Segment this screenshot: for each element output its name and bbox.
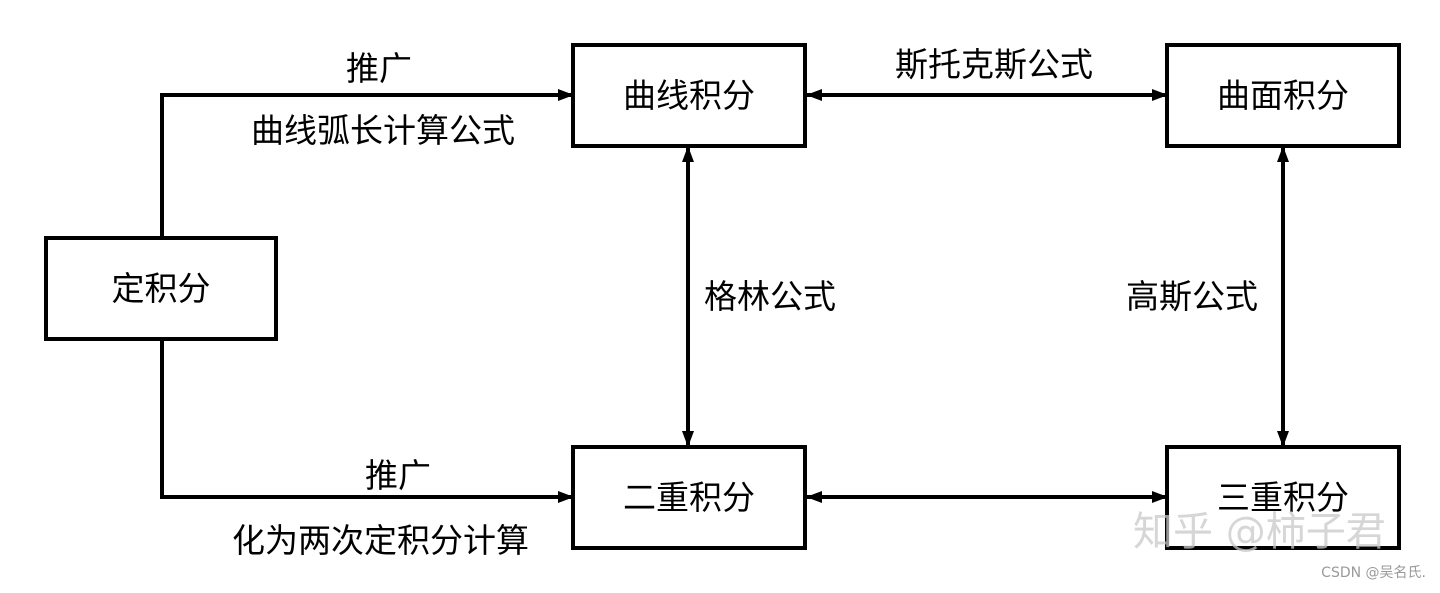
node-triple-integral-label: 三重积分	[1217, 478, 1349, 517]
node-triple-integral: 三重积分	[1165, 445, 1401, 550]
label-stokes-formula: 斯托克斯公式	[895, 45, 1093, 84]
zhihu-watermark: 知乎 @柿子君	[1133, 509, 1386, 555]
node-definite-integral-label: 定积分	[111, 269, 211, 308]
node-surface-integral: 曲面积分	[1165, 43, 1401, 148]
node-double-integral-label: 二重积分	[623, 478, 755, 517]
label-arc-length-formula: 曲线弧长计算公式	[251, 111, 515, 150]
node-surface-integral-label: 曲面积分	[1217, 76, 1349, 115]
label-generalize-top: 推广	[346, 49, 412, 88]
node-line-integral-label: 曲线积分	[623, 76, 755, 115]
label-green-formula: 格林公式	[704, 277, 836, 316]
label-two-definite-integrals: 化为两次定积分计算	[232, 521, 529, 560]
edge-definite-to-double	[160, 339, 574, 503]
label-gauss-formula: 高斯公式	[1126, 277, 1258, 316]
node-line-integral: 曲线积分	[571, 43, 807, 148]
edge-definite-to-line	[160, 89, 574, 238]
label-generalize-bottom: 推广	[365, 456, 431, 495]
node-double-integral: 二重积分	[571, 445, 807, 550]
node-definite-integral: 定积分	[44, 236, 278, 341]
csdn-watermark: CSDN @吴名氏.	[1321, 565, 1426, 581]
